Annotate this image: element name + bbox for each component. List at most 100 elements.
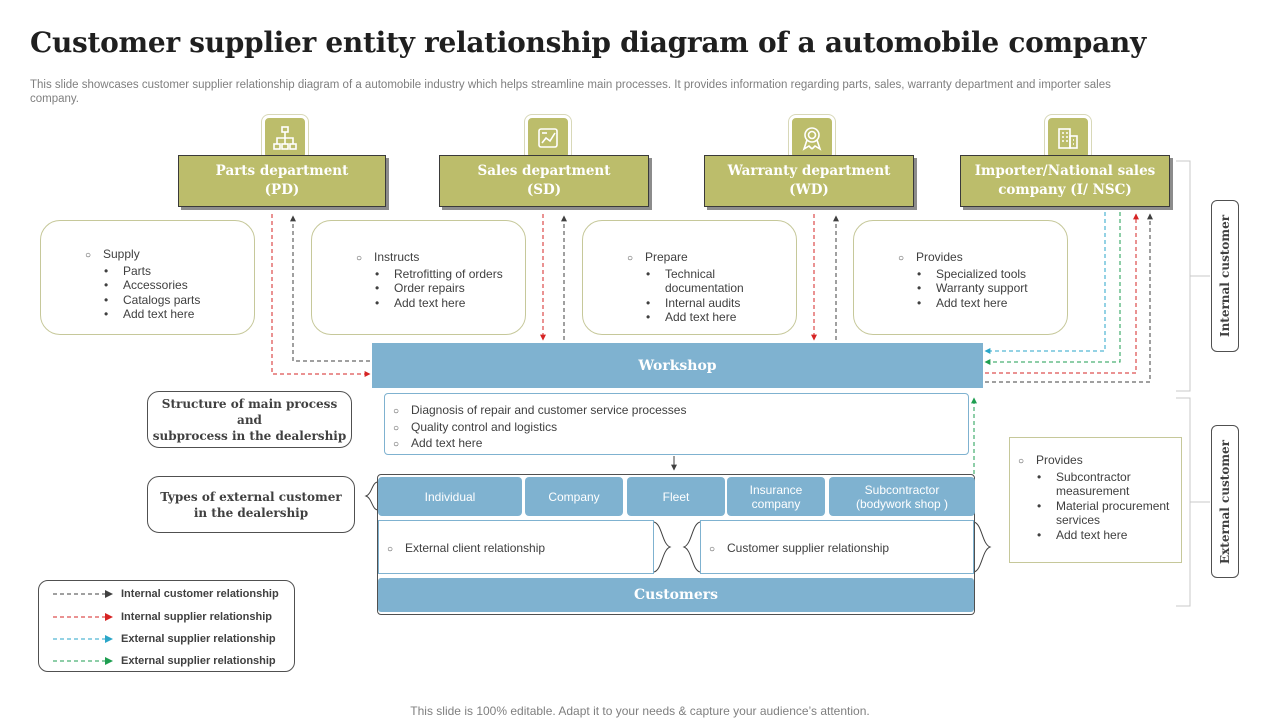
dept-title: Sales department bbox=[477, 163, 611, 179]
tab-label: Insurance bbox=[749, 482, 803, 497]
sales-department: Sales department (SD) bbox=[439, 155, 649, 207]
label-line: in the dealership bbox=[193, 505, 309, 520]
internal-bracket bbox=[1176, 160, 1191, 392]
award-ribbon-icon bbox=[789, 115, 835, 161]
insc-external-line bbox=[984, 212, 1106, 354]
legend-label: Internal supplier relationship bbox=[121, 611, 272, 623]
dept-abbrev: company (I/ NSC) bbox=[998, 182, 1132, 198]
legend-label: External supplier relationship bbox=[121, 655, 276, 667]
external-provides-box: Provides Subcontractor measurement Mater… bbox=[1009, 437, 1182, 563]
footer-note: This slide is 100% editable. Adapt it to… bbox=[410, 704, 870, 718]
customer-type-subcontractor: Subcontractor (bodywork shop ) bbox=[829, 477, 975, 516]
insc-external-line-2 bbox=[984, 212, 1121, 365]
legend-item-external-supplier: External supplier relationship bbox=[53, 632, 276, 646]
dept-title: Warranty department bbox=[727, 163, 891, 179]
list-item: Add text here bbox=[1018, 528, 1173, 543]
page-title: Customer supplier entity relationship di… bbox=[30, 26, 1146, 59]
types-brace bbox=[364, 481, 379, 511]
tab-label: Company bbox=[548, 489, 600, 504]
parts-department: Parts department (PD) bbox=[178, 155, 386, 207]
label-line: Types of external customer bbox=[160, 489, 342, 504]
customer-type-insurance: Insurance company bbox=[727, 477, 825, 516]
legend-line-dark bbox=[53, 590, 113, 598]
importer-detail-box: Provides Specialized tools Warranty supp… bbox=[853, 220, 1068, 335]
external-client-relationship-box: External client relationship bbox=[378, 520, 654, 574]
list-item: Retrofitting of orders bbox=[356, 267, 525, 282]
customers-bar: Customers bbox=[378, 578, 974, 612]
list-head: Provides bbox=[898, 250, 1067, 267]
relationship-brace-right bbox=[973, 521, 992, 573]
list-item: Technical documentation bbox=[627, 267, 756, 296]
list-item: Add text here bbox=[393, 436, 968, 453]
tab-label: Individual bbox=[424, 489, 476, 504]
list-head: Prepare bbox=[627, 250, 756, 267]
list-item: Accessories bbox=[85, 278, 254, 293]
list-item: Quality control and logistics bbox=[393, 420, 968, 437]
dept-abbrev: (PD) bbox=[264, 182, 300, 198]
tab-label: Fleet bbox=[662, 489, 690, 504]
label-line: subprocess in the dealership bbox=[152, 428, 347, 443]
relationship-brace-mid bbox=[682, 521, 701, 573]
insc-supplier-line bbox=[985, 213, 1139, 374]
legend-line-red bbox=[53, 613, 113, 621]
warranty-detail-box: Prepare Technical documentation Internal… bbox=[582, 220, 797, 335]
list-item: Add text here bbox=[356, 296, 525, 311]
list-item: Diagnosis of repair and customer service… bbox=[393, 403, 968, 420]
pd-customer-line bbox=[290, 215, 370, 362]
tab-label: (bodywork shop ) bbox=[855, 496, 949, 511]
pd-supplier-line bbox=[271, 214, 371, 377]
customer-type-fleet: Fleet bbox=[627, 477, 725, 516]
dept-abbrev: (WD) bbox=[789, 182, 829, 198]
list-item: Add text here bbox=[627, 310, 756, 325]
legend-line-green bbox=[53, 657, 113, 665]
list-item: Catalogs parts bbox=[85, 293, 254, 308]
list-item: Subcontractor measurement bbox=[1018, 470, 1173, 499]
list-item: Internal audits bbox=[627, 296, 756, 311]
org-chart-icon bbox=[262, 115, 308, 161]
parts-detail-box: Supply Parts Accessories Catalogs parts … bbox=[40, 220, 255, 335]
customer-supplier-relationship-box: Customer supplier relationship bbox=[700, 520, 974, 574]
customer-type-individual: Individual bbox=[378, 477, 522, 516]
list-item: Specialized tools bbox=[898, 267, 1067, 282]
list-head: Supply bbox=[85, 247, 254, 264]
list-item: Customer supplier relationship bbox=[709, 541, 973, 558]
side-label-text: External customer bbox=[1218, 439, 1232, 564]
dept-title: Importer/National sales bbox=[974, 163, 1156, 179]
side-label-text: Internal customer bbox=[1218, 214, 1232, 338]
external-customer-label: External customer bbox=[1211, 425, 1239, 578]
list-item: Warranty support bbox=[898, 281, 1067, 296]
page-subtitle: This slide showcases customer supplier r… bbox=[30, 79, 1111, 105]
list-item: Material procurement services bbox=[1018, 499, 1173, 528]
legend-label: External supplier relationship bbox=[121, 633, 276, 645]
workshop-bar: Workshop bbox=[372, 343, 983, 388]
legend-label: Internal customer relationship bbox=[121, 588, 279, 600]
list-head: Instructs bbox=[356, 250, 525, 267]
legend-item-external-supplier-2: External supplier relationship bbox=[53, 654, 276, 668]
list-head: Provides bbox=[1018, 453, 1173, 470]
list-item: External client relationship bbox=[387, 541, 653, 558]
legend-line-blue bbox=[53, 635, 113, 643]
dept-title: Parts department bbox=[215, 163, 349, 179]
dept-abbrev: (SD) bbox=[526, 182, 562, 198]
importer-department: Importer/National sales company (I/ NSC) bbox=[960, 155, 1170, 207]
label-line: Structure of main process and bbox=[161, 396, 338, 427]
legend-item-internal-customer: Internal customer relationship bbox=[53, 587, 279, 601]
customer-type-company: Company bbox=[525, 477, 623, 516]
internal-customer-label: Internal customer bbox=[1211, 200, 1239, 352]
list-item: Parts bbox=[85, 264, 254, 279]
legend-item-internal-supplier: Internal supplier relationship bbox=[53, 610, 272, 624]
warranty-department: Warranty department (WD) bbox=[704, 155, 914, 207]
list-item: Add text here bbox=[85, 307, 254, 322]
workshop-detail-box: Diagnosis of repair and customer service… bbox=[384, 393, 969, 455]
sales-detail-box: Instructs Retrofitting of orders Order r… bbox=[311, 220, 526, 335]
list-item: Order repairs bbox=[356, 281, 525, 296]
relationship-brace-left bbox=[653, 521, 672, 573]
list-item: Add text here bbox=[898, 296, 1067, 311]
tab-label: company bbox=[751, 496, 801, 511]
tab-label: Subcontractor bbox=[864, 482, 940, 497]
insc-customer-line bbox=[985, 213, 1153, 383]
legend: Internal customer relationship Internal … bbox=[38, 580, 295, 672]
